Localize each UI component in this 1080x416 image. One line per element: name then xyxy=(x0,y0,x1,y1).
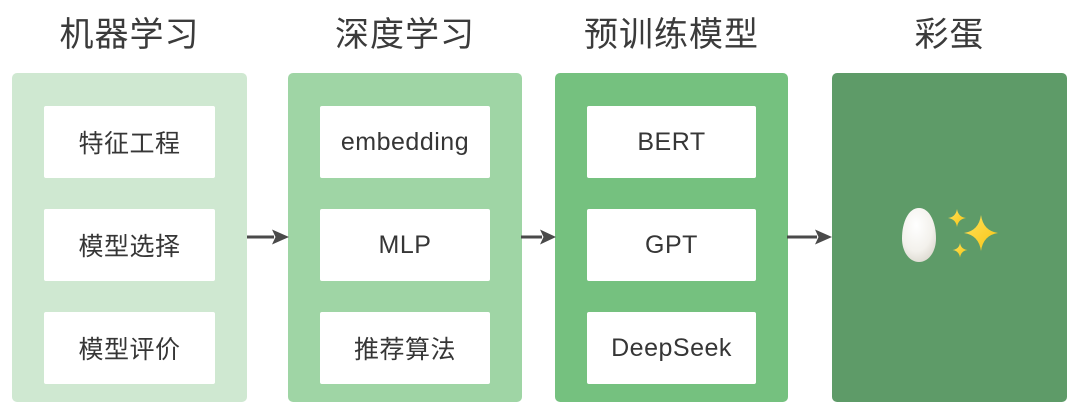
panel-machine-learning: 特征工程 模型选择 模型评价 xyxy=(12,73,247,402)
arrow-right-icon xyxy=(246,224,290,255)
stage-title-easter-egg: 彩蛋 xyxy=(914,15,985,54)
arrow-right-icon xyxy=(520,224,557,255)
item-gpt: GPT xyxy=(587,209,756,281)
panel-easter-egg xyxy=(832,73,1067,402)
stage-title-deep-learning: 深度学习 xyxy=(335,15,475,54)
item-recommendation-algorithm: 推荐算法 xyxy=(320,312,490,384)
stage-title-machine-learning: 机器学习 xyxy=(59,15,200,54)
item-embedding: embedding xyxy=(320,106,490,178)
item-feature-engineering: 特征工程 xyxy=(44,106,215,178)
panel-deep-learning: embedding MLP 推荐算法 xyxy=(288,73,522,402)
item-bert: BERT xyxy=(587,106,756,178)
arrow-right-icon xyxy=(786,224,834,255)
item-model-evaluation: 模型评价 xyxy=(44,312,215,384)
egg-icon xyxy=(900,206,938,269)
sparkles-icon xyxy=(947,206,999,267)
item-mlp: MLP xyxy=(320,209,490,281)
panel-pretrained-models: BERT GPT DeepSeek xyxy=(555,73,788,402)
stage-title-pretrained-models: 预训练模型 xyxy=(584,15,759,54)
item-model-selection: 模型选择 xyxy=(44,209,215,281)
item-deepseek: DeepSeek xyxy=(587,312,756,384)
